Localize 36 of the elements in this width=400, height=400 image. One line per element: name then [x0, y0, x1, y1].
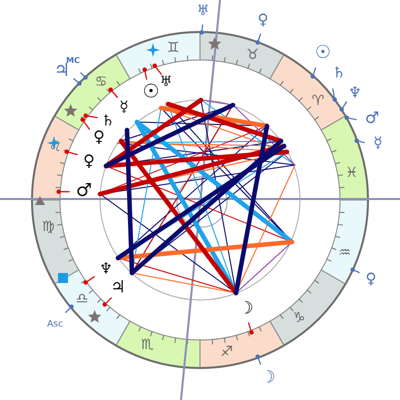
zodiac-segment [114, 319, 202, 370]
zodiac-sign: ♉ [246, 48, 259, 62]
planet-symbol: ☽ [238, 300, 254, 318]
planet-symbol: ☉ [314, 44, 332, 62]
zodiac-sign: ♐ [220, 344, 234, 359]
planet-symbol: ♂ [76, 182, 92, 200]
axis-label: MC [66, 57, 80, 65]
zodiac-sign: ♈ [312, 94, 324, 108]
zodiac-sign: ♋ [94, 75, 108, 90]
planet-symbol: ☿ [119, 100, 129, 114]
zodiac-sign: ♒ [338, 246, 351, 260]
planet-symbol: ♀ [93, 129, 105, 145]
planet-symbol: ♂ [364, 110, 380, 126]
planet-symbol: ♃ [110, 280, 126, 296]
planet-symbol: ♄ [101, 114, 115, 128]
planet-symbol: ♃ [54, 62, 70, 80]
planet-symbol: ☿ [373, 136, 383, 150]
planet-symbol: ♀ [258, 12, 268, 28]
axis-label: Asc [47, 320, 63, 330]
zodiac-segment [268, 268, 347, 347]
planet-symbol: ♀ [83, 153, 95, 169]
planet-symbol: ♅ [196, 4, 210, 18]
planet-symbol: ☽ [260, 370, 276, 386]
zodiac-segment [198, 319, 286, 370]
zodiac-sign: ♍ [42, 220, 55, 234]
planet-symbol: ♀ [366, 272, 376, 286]
planet-symbol: ☉ [142, 82, 160, 102]
zodiac-sign: ♓ [345, 166, 358, 180]
planet-symbol: ♆ [348, 86, 362, 100]
zodiac-sign: ♊ [166, 41, 180, 56]
zodiac-sign: ♑ [292, 310, 306, 325]
zodiac-sign: ♏ [141, 338, 154, 352]
planet-symbol: ♅ [160, 75, 172, 89]
planet-symbol: ♄ [332, 66, 346, 80]
planet-symbol: ♆ [99, 262, 113, 276]
zodiac-sign: ♎ [76, 292, 88, 306]
